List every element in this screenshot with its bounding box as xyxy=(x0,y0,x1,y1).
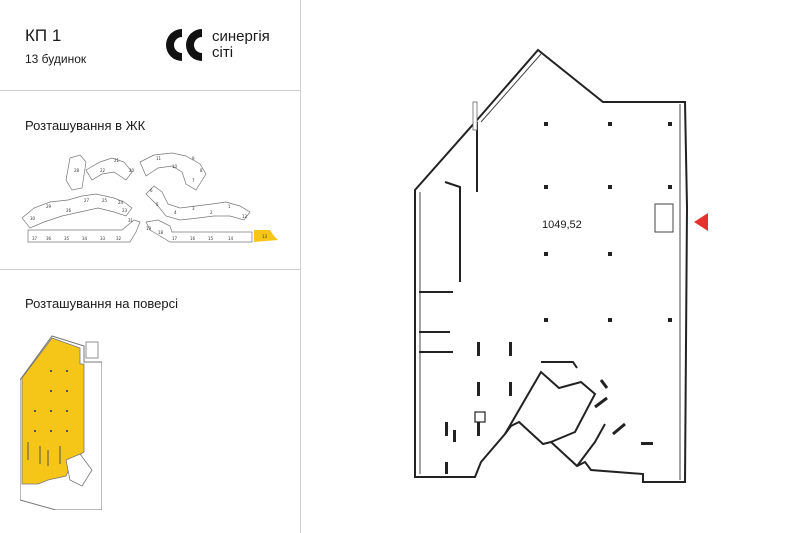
floor-location-section: Розташування на поверсі xyxy=(0,270,300,533)
building-label: 37 xyxy=(32,236,38,241)
stair-core xyxy=(65,453,93,487)
building-label: 7 xyxy=(192,178,195,183)
building-label: 3 xyxy=(192,206,195,211)
highlighted-building[interactable] xyxy=(254,230,278,242)
building-label: 8 xyxy=(200,168,203,173)
floor-plan[interactable] xyxy=(405,42,695,492)
page-title: КП 1 xyxy=(25,26,62,45)
building-label: 9 xyxy=(192,156,195,161)
unit-outline[interactable] xyxy=(414,48,689,483)
complex-location-section: Розташування в ЖК xyxy=(0,91,300,270)
triangle-left-icon[interactable] xyxy=(694,213,708,231)
building-label: 14 xyxy=(228,236,234,241)
entrance-door[interactable] xyxy=(654,203,674,233)
building-label: 15 xyxy=(208,236,214,241)
double-c-logo-icon xyxy=(166,29,202,61)
building-label: 20 xyxy=(129,168,135,173)
building-label: 26 xyxy=(66,208,72,213)
building-label: 16 xyxy=(190,236,196,241)
building-label: 4 xyxy=(174,210,177,215)
column-grid xyxy=(34,370,68,432)
brand-line-1: синергія xyxy=(212,28,270,45)
building-label: 12 xyxy=(242,214,248,219)
building-label: 28 xyxy=(74,168,80,173)
building-label: 36 xyxy=(46,236,52,241)
building-label: 5 xyxy=(156,202,159,207)
building-label: 31 xyxy=(128,218,134,223)
diagonal-columns xyxy=(594,379,626,436)
complex-location-title: Розташування в ЖК xyxy=(25,118,146,133)
building-label: 2 xyxy=(210,210,213,215)
building-label: 34 xyxy=(82,236,88,241)
stair-hatch xyxy=(472,101,478,131)
building-label: 17 xyxy=(172,236,178,241)
floor-mini-plan[interactable] xyxy=(20,330,102,510)
floor-location-title: Розташування на поверсі xyxy=(25,296,179,311)
building-label: 25 xyxy=(102,198,108,203)
building-label: 19 xyxy=(146,226,152,231)
building-label: 6 xyxy=(150,188,153,193)
header: КП 1 13 будинок синергія сіті xyxy=(0,0,300,91)
building-number-labels: 28 22 21 20 11 10 9 8 7 29 27 26 25 24 2… xyxy=(30,156,268,241)
building-label: 30 xyxy=(30,216,36,221)
neighbor-unit xyxy=(85,341,99,359)
building-label: 27 xyxy=(84,198,90,203)
building-label: 33 xyxy=(100,236,106,241)
building-label: 21 xyxy=(114,158,120,163)
building-label: 29 xyxy=(46,204,52,209)
building-label: 13 xyxy=(262,234,268,239)
complex-buildings xyxy=(22,152,253,243)
building-label: 10 xyxy=(172,164,178,169)
building-label: 1 xyxy=(228,204,231,209)
building-label: 32 xyxy=(116,236,122,241)
brand-line-2: сіті xyxy=(212,44,234,61)
info-panel: КП 1 13 будинок синергія сіті Розташуван… xyxy=(0,0,301,533)
internal-walls xyxy=(27,442,61,466)
complex-map[interactable]: 28 22 21 20 11 10 9 8 7 29 27 26 25 24 2… xyxy=(22,150,282,250)
building-label: 22 xyxy=(100,168,106,173)
shaft xyxy=(474,411,486,423)
columns xyxy=(445,122,672,474)
interior-walls xyxy=(419,122,606,467)
unit-area: 1049,52 xyxy=(542,219,582,231)
brand-name: синергія сіті xyxy=(212,29,270,61)
building-label: 11 xyxy=(156,156,162,161)
building-label: 23 xyxy=(122,208,128,213)
building-label: 24 xyxy=(118,200,124,205)
building-label: 18 xyxy=(158,230,164,235)
building-number: 13 будинок xyxy=(25,52,87,66)
building-label: 35 xyxy=(64,236,70,241)
